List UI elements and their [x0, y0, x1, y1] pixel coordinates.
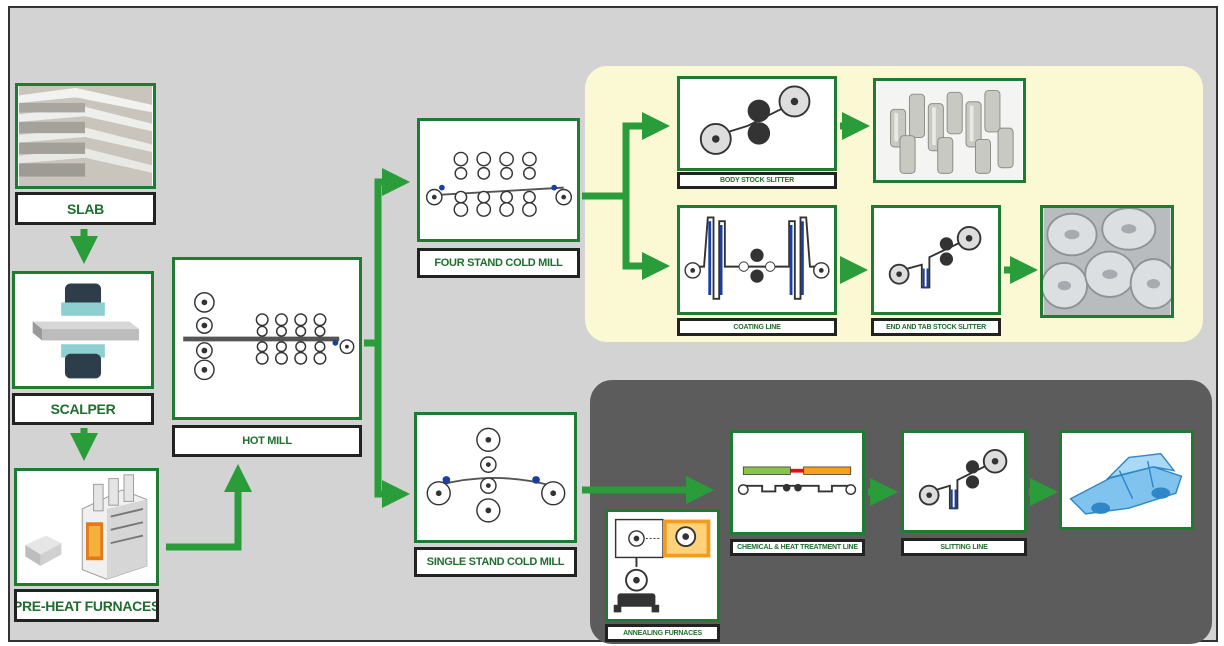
coating-line-image-box: [677, 205, 837, 315]
body-slitter-label: BODY STOCK SLITTER: [677, 172, 837, 189]
scalper-image-box: [12, 271, 154, 389]
scalper-label: SCALPER: [12, 393, 154, 425]
beverage-cans-photo: [877, 81, 1022, 180]
coating-line-label: COATING LINE: [677, 318, 837, 336]
slitting-line-icon: [918, 449, 1008, 510]
chem-heat-image-box: [730, 430, 865, 535]
single-stand-image-box: [414, 412, 577, 543]
four-stand-label: FOUR STAND COLD MILL: [417, 248, 580, 278]
car-body-image-box: [1059, 430, 1194, 530]
slitting-image-box: [901, 430, 1027, 533]
hot-mill-image-box: [172, 257, 362, 420]
end-tab-slitter-image-box: [871, 205, 1001, 315]
annealing-label: ANNEALING FURNACES: [605, 624, 720, 642]
chem-heat-label: CHEMICAL & HEAT TREATMENT LINE: [730, 539, 865, 556]
slab-image-box: [15, 83, 156, 189]
slitter-rolls-icon: [699, 85, 811, 155]
hot-mill-rolls-icon: [183, 292, 355, 381]
annealing-image-box: [605, 509, 720, 622]
slab-label: SLAB: [15, 192, 156, 225]
single-stand-rolls-icon: [426, 427, 566, 523]
single-stand-label: SINGLE STAND COLD MILL: [414, 547, 577, 577]
hot-mill-label: HOT MILL: [172, 425, 362, 457]
coating-line-icon: [684, 216, 830, 300]
furnace-icon: [25, 474, 148, 580]
preheat-label: PRE-HEAT FURNACES: [14, 589, 159, 622]
preheat-image-box: [14, 468, 159, 586]
slab-photo-icon: [18, 86, 153, 186]
can-ends-photo: [1043, 208, 1171, 315]
four-stand-rolls-icon: [425, 151, 573, 217]
four-stand-image-box: [417, 118, 580, 242]
chemical-heat-line-icon: [737, 466, 857, 495]
car-body-frame-icon: [1069, 452, 1183, 515]
can-ends-image-box: [1040, 205, 1174, 318]
slitter-icon: [888, 225, 982, 289]
scalper-machine-icon: [32, 283, 139, 379]
body-slitter-image-box: [677, 76, 837, 171]
slitting-label: SLITTING LINE: [901, 538, 1027, 556]
end-tab-slitter-label: END AND TAB STOCK SLITTER: [871, 318, 1001, 336]
annealing-furnace-icon: [613, 518, 711, 613]
cans-image-box: [873, 78, 1026, 183]
